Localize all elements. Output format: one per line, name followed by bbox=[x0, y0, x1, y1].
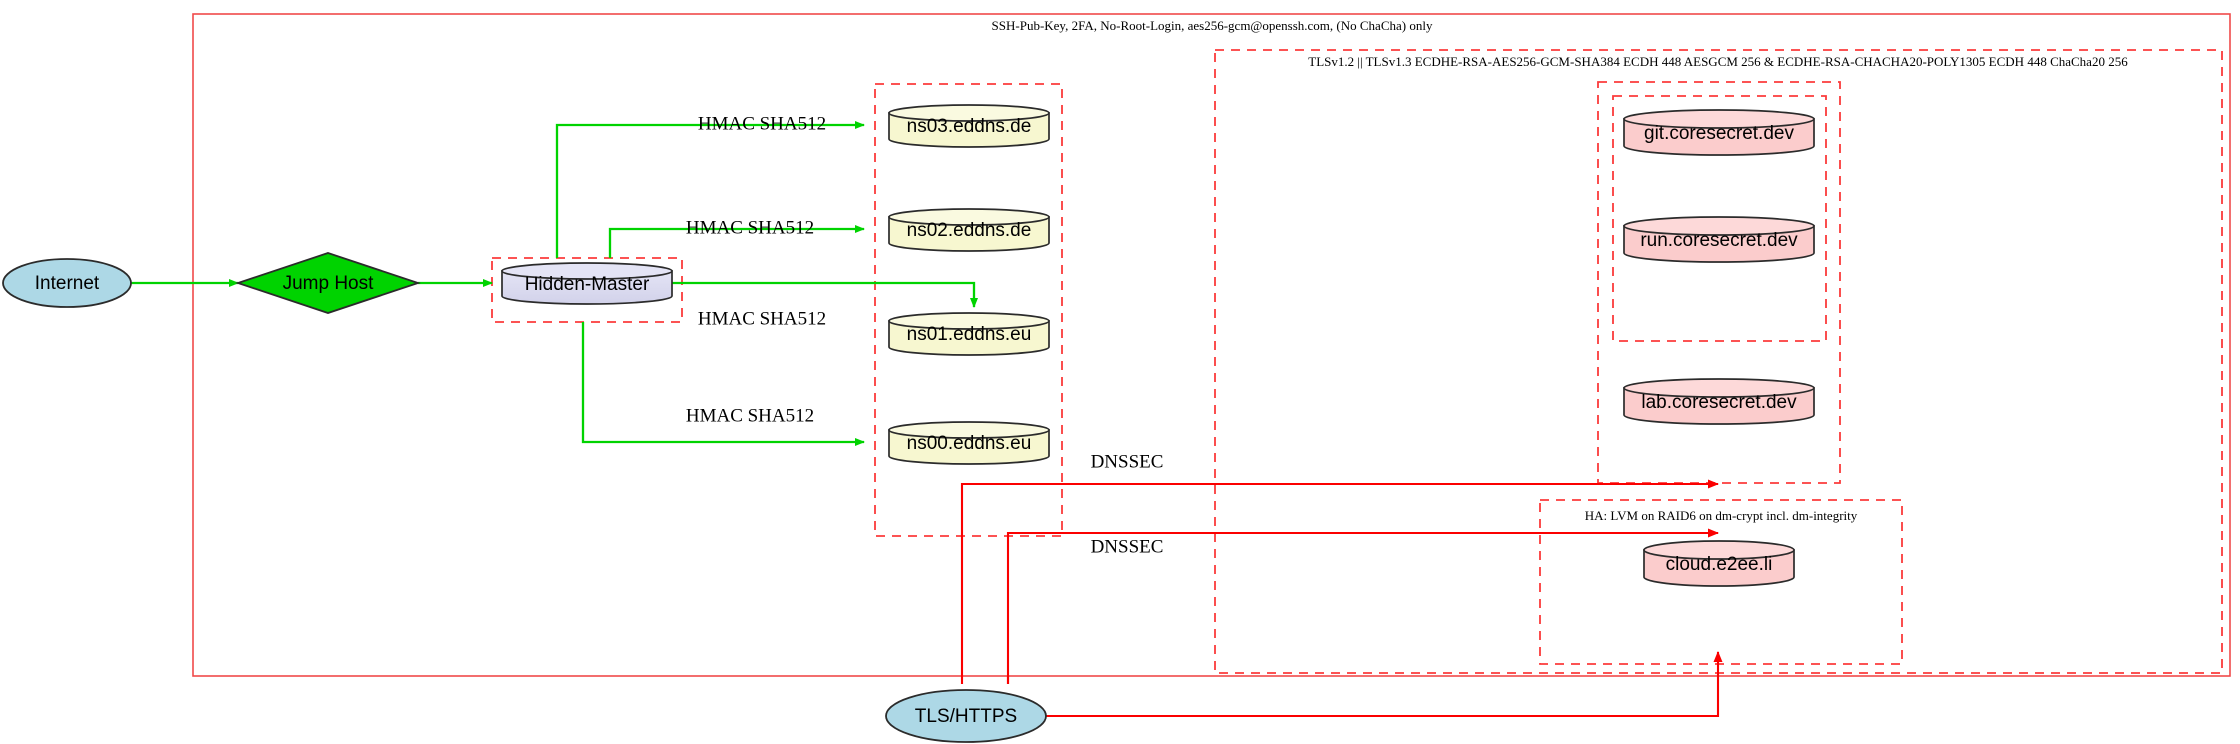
node-ns01[interactable]: ns01.eddns.eu bbox=[888, 312, 1050, 356]
node-jump-host[interactable]: Jump Host bbox=[235, 252, 421, 314]
cluster-ns-zone bbox=[874, 83, 1063, 537]
cluster-coresecret-zone bbox=[1597, 81, 1841, 484]
edge-hidden-master-ns02 bbox=[608, 225, 865, 258]
node-git-coresecret-label: git.coresecret.dev bbox=[1644, 123, 1794, 144]
cluster-ssh-zone-label: SSH-Pub-Key, 2FA, No-Root-Login, aes256-… bbox=[992, 18, 1433, 33]
node-run-coresecret-label: run.coresecret.dev bbox=[1640, 230, 1798, 251]
cluster-ha-zone bbox=[1539, 499, 1903, 665]
edge-tls-coresecret bbox=[1046, 651, 1723, 718]
node-internet[interactable]: Internet bbox=[2, 258, 132, 308]
node-hidden-master-label: Hidden-Master bbox=[525, 274, 650, 295]
node-ns00[interactable]: ns00.eddns.eu bbox=[888, 421, 1050, 465]
node-ns01-label: ns01.eddns.eu bbox=[907, 324, 1032, 345]
node-ns02-label: ns02.eddns.de bbox=[907, 220, 1032, 241]
edge-label-dnssec-lower: DNSSEC bbox=[1091, 536, 1164, 557]
node-git-coresecret[interactable]: git.coresecret.dev bbox=[1623, 109, 1815, 156]
node-lab-coresecret-label: lab.coresecret.dev bbox=[1641, 392, 1797, 413]
edge-label-hmac-ns03: HMAC SHA512 bbox=[698, 113, 826, 134]
node-tls-https[interactable]: TLS/HTTPS bbox=[885, 689, 1047, 743]
edge-label-hmac-ns00: HMAC SHA512 bbox=[686, 405, 814, 426]
edge-label-hmac-ns01: HMAC SHA512 bbox=[698, 308, 826, 329]
edge-hidden-master-ns03 bbox=[555, 121, 865, 258]
node-internet-label: Internet bbox=[35, 273, 100, 294]
edge-hidden-master-ns01 bbox=[662, 281, 978, 308]
node-hidden-master[interactable]: Hidden-Master bbox=[501, 262, 673, 305]
edge-label-dnssec-upper: DNSSEC bbox=[1091, 451, 1164, 472]
node-ns03-label: ns03.eddns.de bbox=[907, 116, 1032, 137]
edge-dnssec-lower bbox=[1006, 528, 1719, 684]
node-ns00-label: ns00.eddns.eu bbox=[907, 433, 1032, 454]
edge-label-hmac-ns02: HMAC SHA512 bbox=[686, 217, 814, 238]
cluster-tls-zone-label: TLSv1.2 || TLSv1.3 ECDHE-RSA-AES256-GCM-… bbox=[1308, 54, 2128, 69]
cluster-ssh-zone bbox=[192, 13, 2231, 677]
node-jump-host-label: Jump Host bbox=[283, 273, 375, 294]
node-ns02[interactable]: ns02.eddns.de bbox=[888, 208, 1050, 252]
node-ns03[interactable]: ns03.eddns.de bbox=[888, 104, 1050, 148]
node-run-coresecret[interactable]: run.coresecret.dev bbox=[1623, 216, 1815, 263]
node-tls-https-label: TLS/HTTPS bbox=[915, 706, 1017, 727]
node-lab-coresecret[interactable]: lab.coresecret.dev bbox=[1623, 378, 1815, 425]
cluster-ha-zone-label: HA: LVM on RAID6 on dm-crypt incl. dm-in… bbox=[1585, 508, 1858, 523]
node-cloud-e2ee[interactable]: cloud.e2ee.li bbox=[1643, 540, 1795, 587]
node-cloud-e2ee-label: cloud.e2ee.li bbox=[1666, 554, 1773, 575]
cluster-coresecret-inner-zone bbox=[1612, 95, 1827, 342]
edge-dnssec-upper bbox=[960, 479, 1719, 684]
edge-hidden-master-ns00 bbox=[581, 322, 865, 446]
